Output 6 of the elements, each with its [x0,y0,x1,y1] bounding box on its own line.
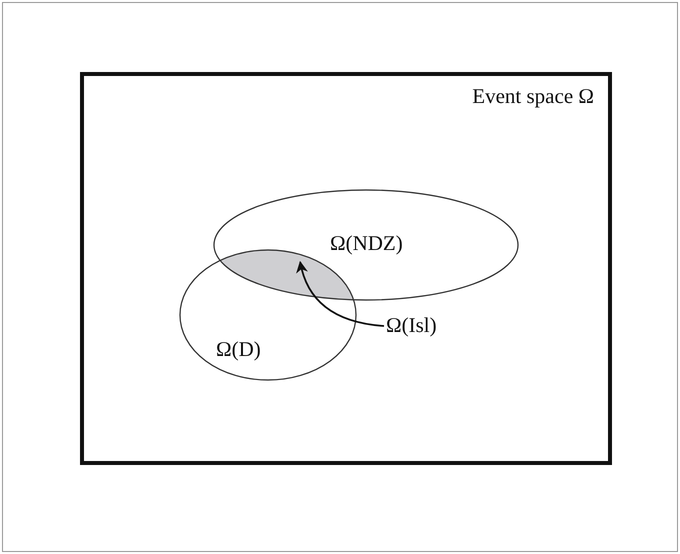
event-space-frame [80,72,612,465]
set-label: Ω(D) [216,339,261,360]
set-label: Ω(NDZ) [330,233,403,254]
leader-arrow [296,260,384,327]
set-label: Ω(Isl) [386,315,437,337]
space-label: Event space Ω [472,86,594,107]
